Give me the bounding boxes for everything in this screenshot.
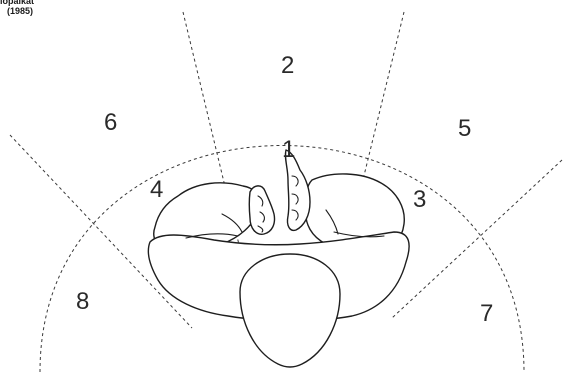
head bbox=[240, 254, 340, 367]
zone-label-6: 6 bbox=[104, 109, 117, 136]
boundary-line-right-diagonal bbox=[392, 160, 562, 318]
zone-label-1: 1 bbox=[282, 136, 295, 163]
zone-label-3: 3 bbox=[413, 186, 426, 213]
zone-label-4: 4 bbox=[150, 176, 163, 203]
zone-label-5: 5 bbox=[458, 115, 471, 142]
zone-label-8: 8 bbox=[76, 288, 89, 315]
left-hand bbox=[249, 186, 274, 234]
zone-label-2: 2 bbox=[281, 52, 294, 79]
zone-label-7: 7 bbox=[480, 300, 493, 327]
